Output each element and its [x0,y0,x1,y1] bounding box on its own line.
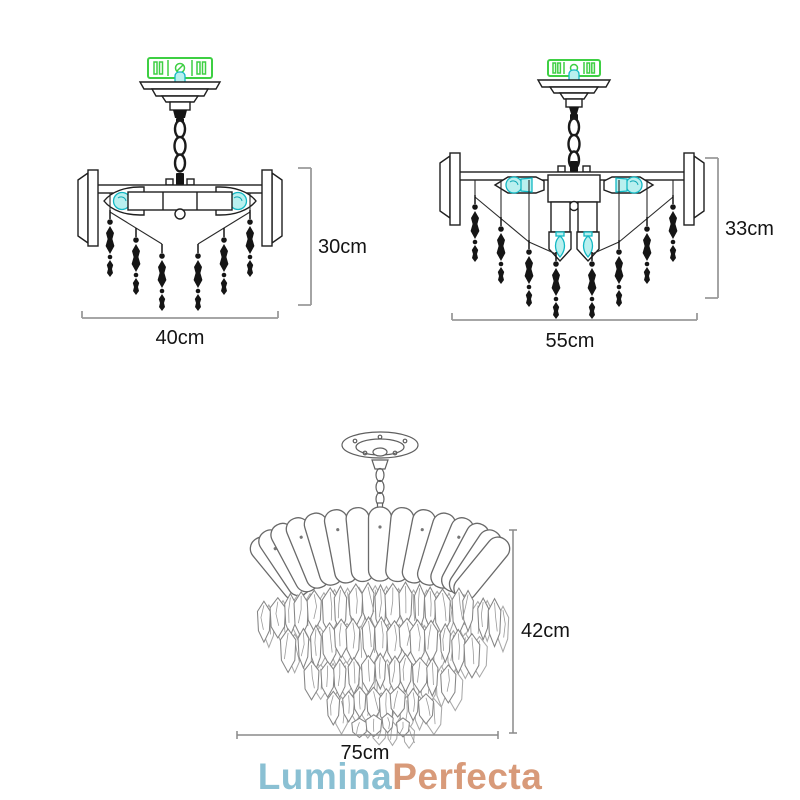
ceiling-canopy [138,81,222,125]
brand-logo-part2: Perfecta [392,756,543,797]
dimension-height: 42cm [509,529,570,734]
dimension-width: 55cm [451,313,698,352]
brand-logo-part1: Lumina [257,756,393,797]
width-label: 75cm [341,742,390,764]
down-bulb-right-icon [576,231,600,263]
crystal-drops [104,193,256,312]
dimension-height: 30cm [298,167,367,306]
width-label: 40cm [156,327,205,349]
width-label: 55cm [546,330,595,352]
down-bulb-left-icon [548,231,572,263]
left-end-panel [77,169,99,247]
dimension-height: 33cm [705,157,774,299]
left-end-panel [439,152,461,226]
ceiling-rose [341,431,419,470]
height-label: 42cm [521,620,570,642]
height-label: 30cm [318,236,367,258]
diagram-chandelier-55cm: 33cm 55cm [439,59,774,352]
crystal-tiers [249,506,511,750]
center-housing [127,191,233,220]
crystal-drops [469,180,679,320]
center-housing [547,174,601,233]
dimension-width: 75cm [236,731,499,764]
hanging-chain [375,467,385,510]
left-bulb-icon [493,176,545,194]
right-end-panel [683,152,705,226]
brand-logo: LuminaPerfecta [0,758,800,795]
height-label: 33cm [725,218,774,240]
hanging-chain [567,117,581,172]
ceiling-canopy [536,79,612,120]
mounting-bracket-icon [547,59,601,77]
diagram-chandelier-40cm: 30cm 40cm [77,57,367,349]
right-bulb-icon [603,176,655,194]
hanging-chain [173,119,187,185]
diagram-chandelier-75cm: 42cm 75cm [236,431,570,764]
dimension-width: 40cm [81,311,279,349]
right-end-panel [261,169,283,247]
